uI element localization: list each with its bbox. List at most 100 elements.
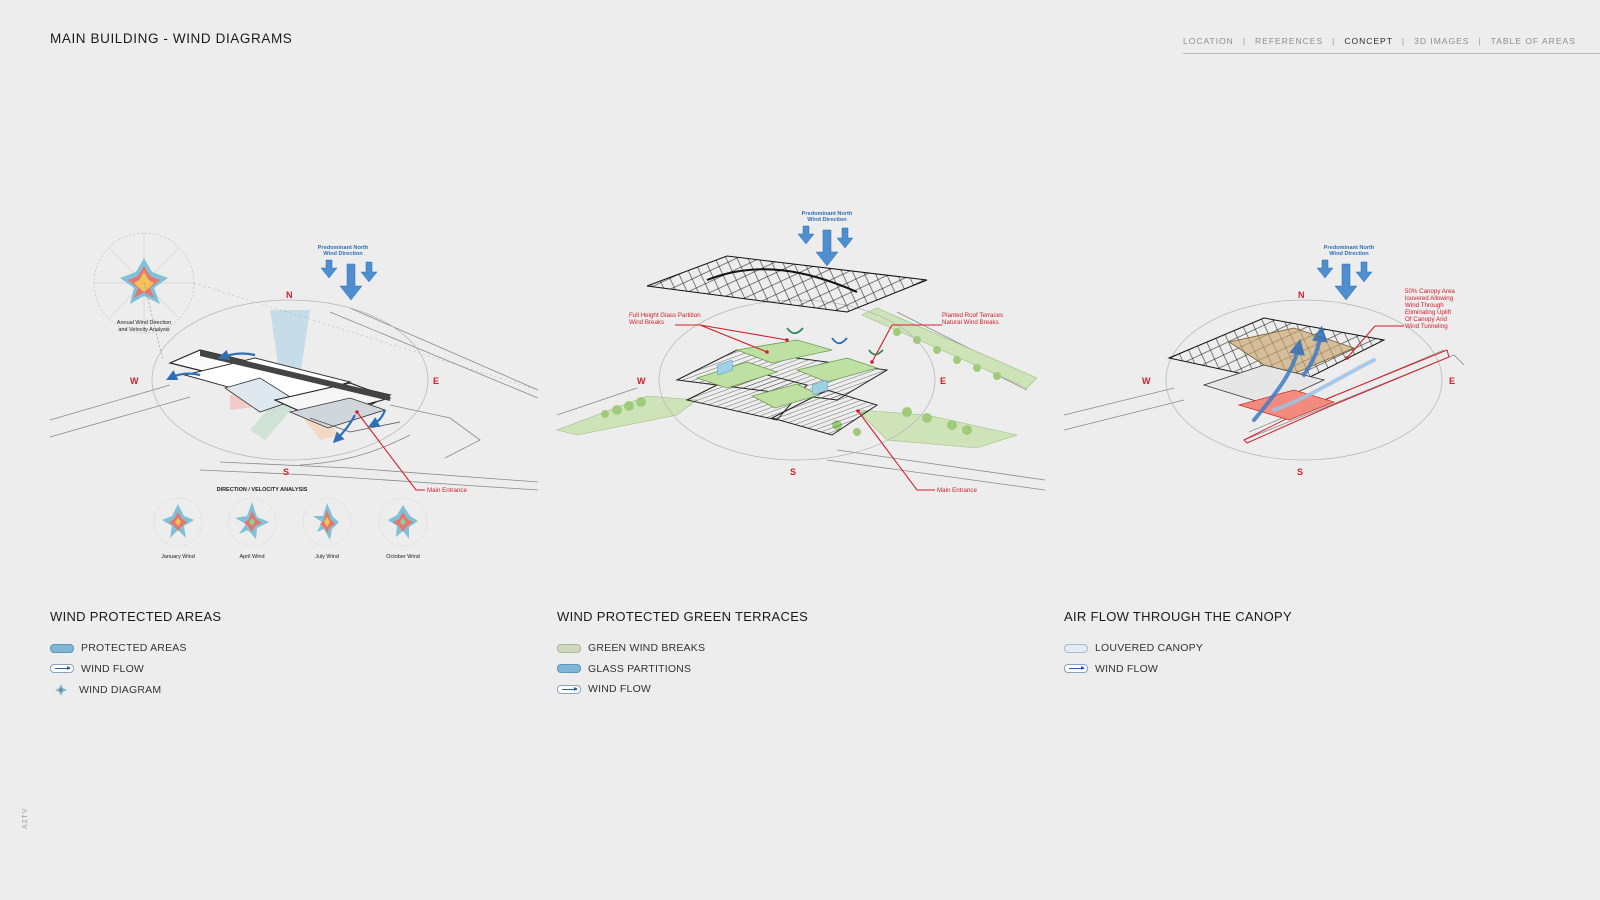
compass-west: W	[130, 376, 139, 386]
legend-label: LOUVERED CANOPY	[1095, 642, 1204, 654]
nav-table-of-areas[interactable]: TABLE OF AREAS	[1490, 36, 1576, 46]
october-wind-rose	[378, 497, 428, 547]
leader-dot	[1345, 356, 1349, 360]
leader-dot	[870, 360, 874, 364]
main-entrance-leader	[356, 411, 425, 491]
compass-ring	[1165, 299, 1443, 461]
nav-separator: |	[1478, 36, 1482, 46]
nav-separator: |	[1401, 36, 1406, 46]
side-mark: A2TV	[22, 807, 29, 829]
rose-caption-line1: Annual Wind Direction	[117, 320, 171, 326]
july-wind-rose	[302, 497, 352, 547]
wind-direction-label-line1: Predominant North	[1324, 245, 1375, 251]
nav-separator: |	[1332, 36, 1336, 46]
seasonal-roses	[153, 497, 428, 547]
analysis-title: DIRECTION / VELOCITY ANALYSIS	[217, 487, 308, 493]
compass-east: E	[1449, 376, 1455, 386]
wind-flow-arrow-icon	[557, 684, 581, 694]
canopy-airflow-diagram: N E S W Predominant North Wind Direction…	[1063, 200, 1552, 570]
main-entrance-label: Main Entrance	[427, 487, 467, 494]
legend-label: WIND FLOW	[1095, 662, 1159, 675]
north-wind-arrows	[1316, 259, 1373, 301]
leader-dot	[856, 409, 860, 413]
diagram-1-drawing: N E S W Predominant North Wind Direction	[49, 232, 539, 560]
north-wind-arrows	[797, 225, 854, 267]
legend-item-wind-flow: WIND FLOW	[1064, 659, 1203, 679]
legend-label: WIND FLOW	[81, 662, 145, 675]
terrace-label-line2: Natural Wind Breaks	[942, 319, 999, 326]
legend-item-wind-flow: WIND FLOW	[50, 659, 187, 679]
nav-location[interactable]: LOCATION	[1183, 36, 1234, 46]
top-navigation: LOCATION | REFERENCES | CONCEPT | 3D IMA…	[1183, 36, 1600, 54]
canopy-note-line5: Of Canopy And	[1405, 316, 1448, 323]
canopy-note-line1: 50% Canopy Area	[1405, 288, 1455, 295]
terrace-label-line1: Planted Roof Terraces	[942, 312, 1003, 319]
wind-rose-icon	[50, 683, 72, 697]
louvered-canopy-swatch	[1064, 643, 1088, 653]
canopy-note-leader	[1346, 325, 1404, 359]
canopy-note-line6: Wind Tunneling	[1405, 323, 1448, 330]
section-title-canopy-airflow: AIR FLOW THROUGH THE CANOPY	[1064, 609, 1292, 624]
compass-north: N	[286, 290, 293, 300]
north-wind-arrows	[320, 259, 378, 301]
october-wind-label: October Wind	[386, 554, 420, 560]
green-landscape	[555, 307, 1038, 449]
protected-area-swatch	[50, 643, 74, 653]
building-terraces	[675, 339, 889, 436]
wind-flow-arrows	[166, 349, 387, 444]
site-context-lines	[49, 307, 539, 491]
nav-references[interactable]: REFERENCES	[1255, 36, 1324, 46]
wind-direction-label-line2: Wind Direction	[807, 217, 847, 223]
compass-ring	[151, 299, 429, 461]
compass-west: W	[1142, 376, 1151, 386]
legend-label: GREEN WIND BREAKS	[588, 642, 706, 654]
compass-south: S	[283, 467, 289, 477]
wind-protected-areas-diagram: N E S W Predominant North Wind Direction	[49, 200, 539, 570]
compass-north: N	[1298, 290, 1305, 300]
wind-flow-arrow-icon	[1064, 664, 1088, 673]
wind-direction-label-line1: Predominant North	[802, 211, 853, 217]
legend-item-wind-flow: WIND FLOW	[557, 679, 705, 699]
legend-label: PROTECTED AREAS	[81, 642, 187, 654]
canopy-note-line2: louvered Allowing	[1405, 295, 1454, 302]
legend-item-protected-areas: PROTECTED AREAS	[50, 638, 187, 658]
wind-flow-arrows	[786, 327, 884, 356]
annual-wind-rose	[93, 232, 539, 391]
nav-separator: |	[1242, 36, 1247, 46]
leader-dot	[785, 338, 789, 342]
compass-south: S	[790, 467, 796, 477]
wind-direction-label-line2: Wind Direction	[323, 251, 363, 257]
compass-west: W	[637, 376, 646, 386]
january-wind-rose	[153, 497, 203, 547]
legend-label: WIND DIAGRAM	[79, 684, 162, 696]
main-entrance-dot	[355, 410, 359, 414]
legend-item-wind-diagram: WIND DIAGRAM	[50, 679, 187, 701]
wind-direction-label-line2: Wind Direction	[1329, 251, 1369, 257]
leader-dot	[765, 350, 769, 354]
compass-east: E	[940, 376, 946, 386]
tree-clusters	[601, 328, 1001, 436]
nav-concept[interactable]: CONCEPT	[1344, 36, 1393, 46]
canopy-note-line4: Eliminating Uplift	[1405, 309, 1451, 316]
legend-green-terraces: GREEN WIND BREAKS GLASS PARTITIONS WIND …	[557, 638, 705, 700]
legend-item-glass-partitions: GLASS PARTITIONS	[557, 659, 705, 679]
nav-3d-images[interactable]: 3D IMAGES	[1414, 36, 1470, 46]
section-title-green-terraces: WIND PROTECTED GREEN TERRACES	[557, 609, 809, 624]
wind-direction-label-line1: Predominant North	[318, 245, 369, 251]
diagram-3-drawing: N E S W Predominant North Wind Direction…	[1063, 245, 1465, 477]
july-wind-label: July Wind	[315, 554, 339, 560]
canopy-note-line3: Wind Through	[1405, 302, 1444, 309]
annotation-leaders	[675, 324, 942, 491]
floating-canopy	[646, 255, 928, 313]
glass-label-line2: Wind Breaks	[629, 319, 664, 326]
legend-canopy-airflow: LOUVERED CANOPY WIND FLOW	[1064, 638, 1203, 679]
green-break-swatch	[557, 643, 581, 653]
main-entrance-label: Main Entrance	[937, 487, 977, 494]
rose-caption-line2: and Velocity Analysis	[118, 327, 170, 333]
legend-label: WIND FLOW	[588, 683, 652, 695]
compass-east: E	[433, 376, 439, 386]
april-wind-label: April Wind	[239, 554, 264, 560]
building-footprint	[168, 349, 401, 433]
canopy-note: 50% Canopy Area louvered Allowing Wind T…	[1405, 288, 1455, 330]
glass-partition-swatch	[557, 664, 581, 673]
